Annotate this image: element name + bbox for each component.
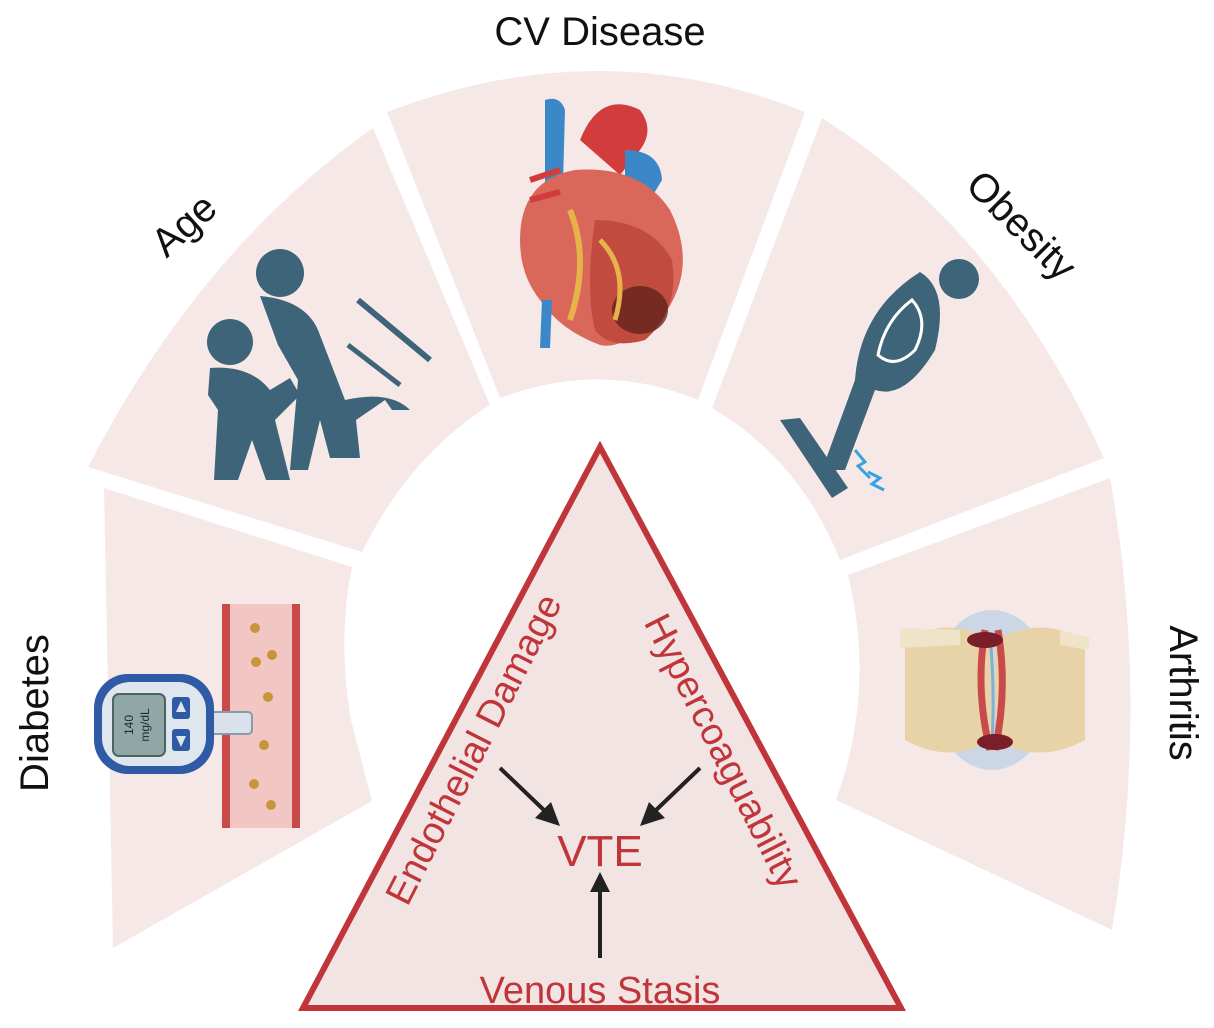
label-venous-stasis: Venous Stasis: [480, 970, 721, 1012]
glucose-meter-icon: 140 mg/dL: [94, 604, 300, 828]
obesity-scale-icon: [780, 259, 979, 498]
arrow-stasis-head: [590, 872, 610, 892]
label-arthritis: Arthritis: [1161, 625, 1205, 761]
arrow-hypercoag-head: [640, 802, 665, 826]
arrow-endothelial-head: [535, 802, 560, 826]
meter-reading: 140: [122, 715, 136, 735]
meter-unit: mg/dL: [138, 708, 152, 742]
virchow-triad: Endothelial Damage Hypercoaguability Ven…: [298, 440, 907, 1012]
label-diabetes: Diabetes: [13, 634, 57, 792]
joint-icon: [900, 610, 1090, 770]
label-age: Age: [143, 185, 225, 265]
heart-icon: [520, 98, 683, 348]
arrow-hypercoag: [651, 766, 702, 815]
label-vte: VTE: [557, 827, 643, 876]
elderly-couple-icon: [207, 249, 432, 480]
arrow-endothelial: [498, 766, 549, 815]
triad-triangle: [298, 440, 907, 1011]
label-cv-disease: CV Disease: [494, 10, 705, 54]
